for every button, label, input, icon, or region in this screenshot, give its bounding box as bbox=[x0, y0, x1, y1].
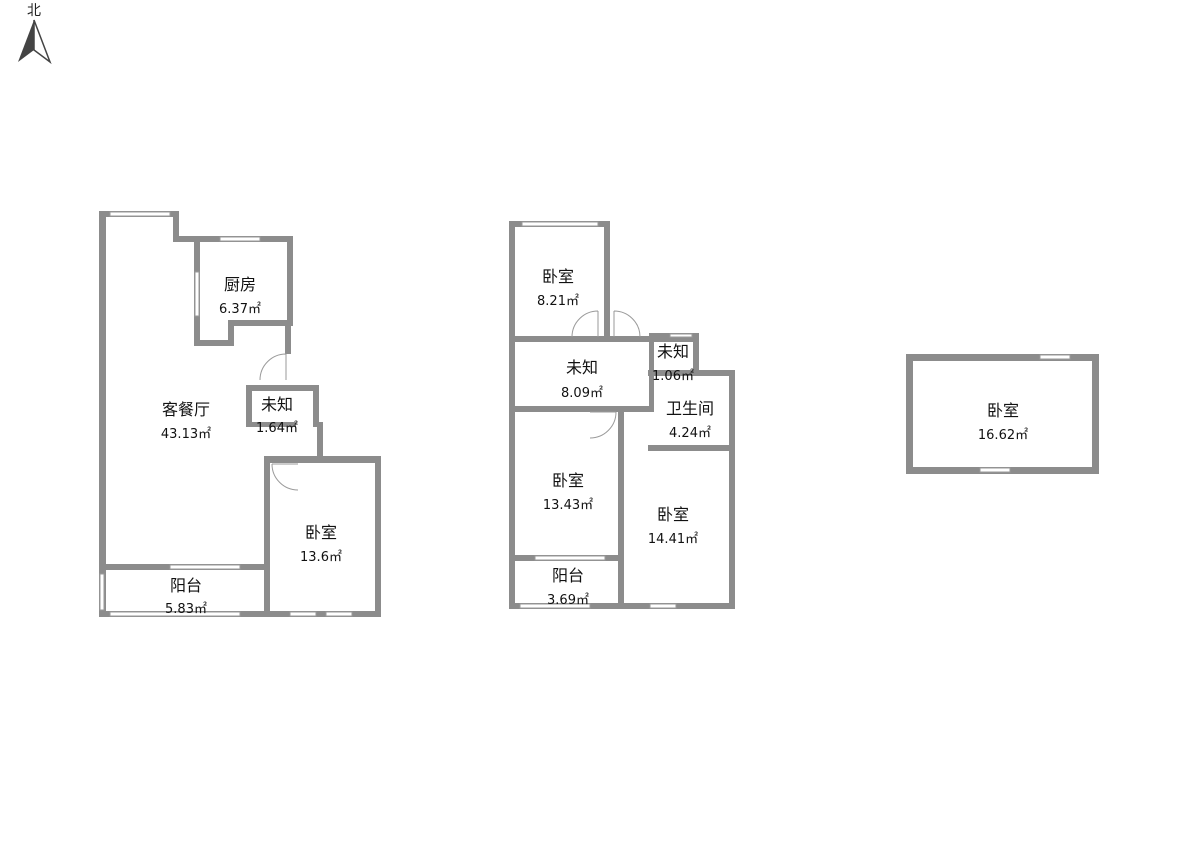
unit-1-openings bbox=[99, 211, 353, 617]
room-kitchen: 厨房 6.37㎡ bbox=[219, 275, 261, 317]
room-bedroom-4: 卧室 14.41㎡ bbox=[648, 505, 698, 547]
room-area: 13.6㎡ bbox=[300, 550, 342, 565]
room-area: 6.37㎡ bbox=[219, 302, 261, 317]
room-area: 5.83㎡ bbox=[165, 602, 207, 617]
unit-2-openings bbox=[519, 221, 693, 609]
room-balcony-2: 阳台 3.69㎡ bbox=[547, 566, 589, 608]
north-label: 北 bbox=[27, 3, 41, 19]
unit-3-walls bbox=[906, 354, 1099, 474]
room-unknown-3: 未知 1.06㎡ bbox=[652, 342, 694, 384]
room-area: 4.24㎡ bbox=[669, 426, 711, 441]
room-name: 阳台 bbox=[170, 576, 202, 595]
room-bedroom-1: 卧室 13.6㎡ bbox=[300, 523, 342, 565]
room-area: 1.06㎡ bbox=[652, 369, 694, 384]
room-area: 16.62㎡ bbox=[978, 428, 1028, 443]
room-name: 卧室 bbox=[542, 267, 574, 286]
room-area: 3.69㎡ bbox=[547, 593, 589, 608]
room-name: 客餐厅 bbox=[162, 400, 210, 419]
room-balcony-1: 阳台 5.83㎡ bbox=[165, 576, 207, 617]
room-living-dining: 客餐厅 43.13㎡ bbox=[161, 400, 211, 442]
room-unknown-1: 未知 1.64㎡ bbox=[256, 395, 298, 436]
room-name: 卧室 bbox=[657, 505, 689, 524]
room-name: 未知 bbox=[261, 395, 293, 414]
room-name: 阳台 bbox=[552, 566, 584, 585]
room-area: 1.64㎡ bbox=[256, 421, 298, 436]
room-bedroom-3: 卧室 13.43㎡ bbox=[543, 471, 593, 513]
room-name: 卧室 bbox=[552, 471, 584, 490]
room-unknown-2: 未知 8.09㎡ bbox=[561, 358, 603, 401]
room-area: 8.21㎡ bbox=[537, 294, 579, 309]
room-area: 8.09㎡ bbox=[561, 386, 603, 401]
room-bathroom: 卫生间 4.24㎡ bbox=[666, 399, 714, 441]
room-name: 未知 bbox=[657, 342, 689, 361]
room-area: 14.41㎡ bbox=[648, 532, 698, 547]
room-name: 卧室 bbox=[987, 401, 1019, 420]
room-bedroom-2: 卧室 8.21㎡ bbox=[537, 267, 579, 309]
north-compass-icon: 北 bbox=[18, 3, 52, 65]
room-name: 未知 bbox=[566, 358, 598, 377]
room-bedroom-5: 卧室 16.62㎡ bbox=[978, 401, 1028, 443]
room-area: 43.13㎡ bbox=[161, 427, 211, 442]
room-name: 卫生间 bbox=[666, 399, 714, 418]
room-name: 卧室 bbox=[305, 523, 337, 542]
room-area: 13.43㎡ bbox=[543, 498, 593, 513]
room-name: 厨房 bbox=[224, 275, 256, 294]
